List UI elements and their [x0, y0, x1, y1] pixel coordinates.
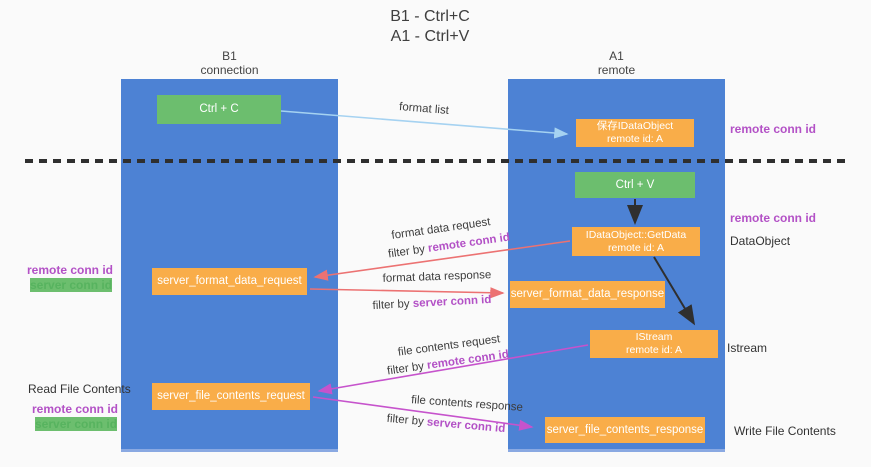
title-line-2: A1 - Ctrl+V — [390, 28, 470, 45]
ctrl-v-label: Ctrl + V — [615, 178, 655, 191]
remote-conn-id-annotation-mid: remote conn id — [730, 211, 817, 225]
write-file-contents-annotation: Write File Contents — [734, 424, 836, 438]
filter-prefix: filter by — [387, 243, 426, 261]
server-conn-id-keyword: server conn id — [426, 416, 506, 436]
server-conn-id-keyword: server conn id — [412, 293, 492, 310]
ctrl-v-node: Ctrl + V — [575, 172, 695, 198]
getdata-line2: remote id: A — [607, 241, 665, 254]
read-file-contents-annotation: Read File Contents — [28, 382, 131, 396]
istream-line1: IStream — [635, 331, 673, 343]
format-data-response-label: format data response — [382, 269, 492, 285]
filter-prefix: filter by — [386, 360, 425, 378]
right-column-role: remote — [597, 63, 636, 77]
getdata-line1: IDataObject::GetData — [585, 228, 687, 241]
istream-node: IStream remote id: A — [590, 330, 718, 358]
filter-by-server-conn-id-label-2: filter by server conn id — [386, 413, 505, 435]
idataobject-getdata-node: IDataObject::GetData remote id: A — [572, 227, 700, 256]
filter-by-server-conn-id-label-1: filter by server conn id — [372, 294, 491, 312]
ctrl-c-label: Ctrl + C — [199, 103, 239, 115]
istream-line2: remote id: A — [625, 344, 683, 356]
save-idataobject-node: 保存IDataObject remote id: A — [576, 119, 694, 147]
server-format-data-request-label: server_format_data_request — [157, 275, 302, 287]
remote-conn-id-annotation-top: remote conn id — [730, 122, 817, 136]
diagram-title: B1 - Ctrl+C A1 - Ctrl+V — [0, 7, 860, 47]
left-column-header: B1 connection — [121, 49, 338, 77]
save-idataobject-line2: remote id: A — [606, 133, 664, 145]
server-file-contents-response-label: server_file_contents_response — [546, 423, 704, 436]
format-list-label: format list — [398, 101, 450, 117]
file-contents-response-label: file contents response — [410, 394, 524, 414]
save-idataobject-line1: 保存IDataObject — [596, 120, 674, 132]
left-column-role: connection — [200, 63, 259, 77]
server-format-data-response-label: server_format_data_response — [510, 288, 665, 300]
istream-annotation: Istream — [727, 341, 768, 355]
left-server-conn-id-annotation-2: server conn id — [35, 417, 118, 431]
right-column-name: A1 — [609, 49, 624, 63]
ctrl-c-node: Ctrl + C — [157, 95, 281, 124]
filter-prefix: filter by — [372, 298, 410, 313]
server-format-data-response-node: server_format_data_response — [510, 281, 665, 308]
filter-prefix: filter by — [386, 412, 425, 429]
server-file-contents-request-node: server_file_contents_request — [152, 383, 310, 410]
right-column-header: A1 remote — [508, 49, 725, 77]
server-format-data-request-node: server_format_data_request — [152, 268, 307, 295]
server-file-contents-response-node: server_file_contents_response — [545, 417, 705, 443]
left-column-name: B1 — [222, 49, 237, 63]
left-remote-conn-id-annotation-1: remote conn id — [27, 263, 114, 277]
left-remote-conn-id-annotation-2: remote conn id — [32, 402, 119, 416]
format-data-response-arrow — [309, 287, 505, 299]
dashed-separator-line — [25, 159, 845, 163]
title-line-1: B1 - Ctrl+C — [390, 8, 470, 25]
server-file-contents-request-label: server_file_contents_request — [157, 390, 305, 402]
left-server-conn-id-annotation-1: server conn id — [30, 278, 113, 292]
dataobject-annotation: DataObject — [730, 234, 791, 248]
